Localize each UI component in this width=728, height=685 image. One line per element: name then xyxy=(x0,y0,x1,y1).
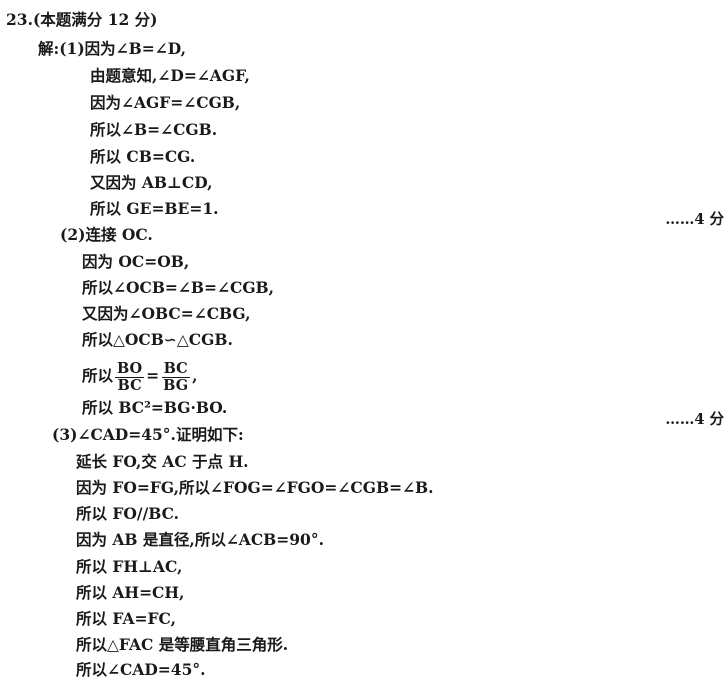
line-angle-equality: 因为∠AGF=∠CGB, xyxy=(90,93,241,112)
score-part2: ……4 分 xyxy=(665,411,724,428)
line-part2-intro: (2)连接 OC. xyxy=(60,225,153,244)
line-oc-ob: 因为 OC=OB, xyxy=(82,252,190,271)
line-obc-cbg: 又因为∠OBC=∠CBG, xyxy=(82,304,251,323)
line-perpendicular: 又因为 AB⊥CD, xyxy=(90,173,213,192)
line-fo-fg: 因为 FO=FG,所以∠FOG=∠FGO=∠CGB=∠B. xyxy=(76,478,434,497)
line-fh-perp: 所以 FH⊥AC, xyxy=(76,557,183,576)
problem-header: 23.(本题满分 12 分) xyxy=(6,10,158,29)
line-angle-b: 所以∠B=∠CGB. xyxy=(90,120,218,139)
line-diameter: 因为 AB 是直径,所以∠ACB=90°. xyxy=(76,530,324,549)
line-bc-squared: 所以 BC²=BG·BO. xyxy=(82,398,228,417)
fraction-equals: = xyxy=(146,366,160,385)
line-similar-triangles: 所以△OCB∽△CGB. xyxy=(82,330,233,349)
line-given: 由题意知,∠D=∠AGF, xyxy=(90,66,250,85)
line-isosceles: 所以△FAC 是等腰直角三角形. xyxy=(76,635,289,654)
fraction-left-numerator: BO xyxy=(115,359,145,378)
fraction-right-denominator: BG xyxy=(163,376,189,394)
line-ge-be: 所以 GE=BE=1. xyxy=(90,199,219,218)
line-part1-intro: 解:(1)因为∠B=∠D, xyxy=(38,39,187,58)
line-ocb-angles: 所以∠OCB=∠B=∠CGB, xyxy=(82,278,275,297)
fraction-tail: , xyxy=(192,366,198,385)
line-fa-fc: 所以 FA=FC, xyxy=(76,609,176,628)
line-extend-fo: 延长 FO,交 AC 于点 H. xyxy=(76,452,249,471)
fraction-prefix: 所以 xyxy=(82,366,114,385)
line-ah-ch: 所以 AH=CH, xyxy=(76,583,185,602)
line-part3-intro: (3)∠CAD=45°.证明如下: xyxy=(52,425,244,444)
line-cb-cg: 所以 CB=CG. xyxy=(90,147,196,166)
line-fo-parallel: 所以 FO//BC. xyxy=(76,504,180,523)
fraction-left-denominator: BC xyxy=(117,376,142,394)
line-conclusion: 所以∠CAD=45°. xyxy=(76,660,206,679)
score-part1: ……4 分 xyxy=(665,211,724,228)
fraction-right-numerator: BC xyxy=(161,359,190,378)
